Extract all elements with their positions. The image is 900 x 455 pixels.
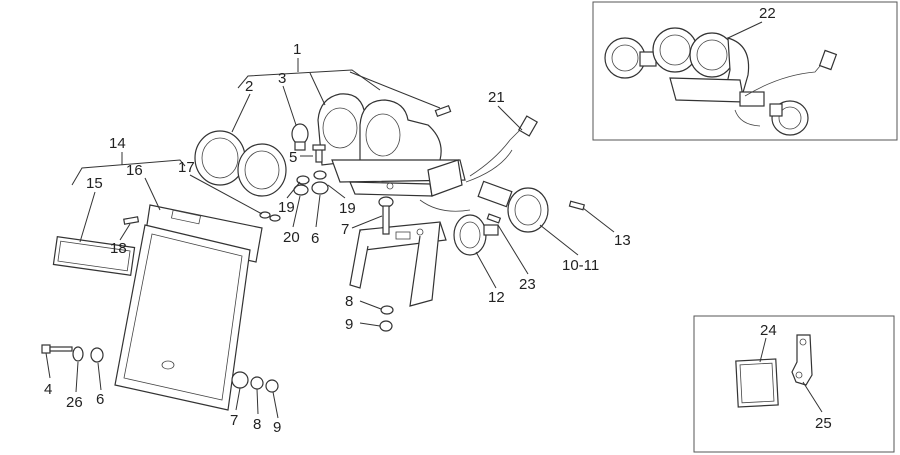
callout-6b: 6 <box>96 391 104 408</box>
callout-labels: 1 2 3 5 14 15 16 17 18 19 20 6 19 7 8 9 … <box>44 5 832 436</box>
bulb <box>291 123 309 151</box>
callout-15: 15 <box>86 175 103 192</box>
callout-4: 4 <box>44 381 52 398</box>
turn-indicator-front <box>453 214 499 256</box>
callout-20: 20 <box>283 229 300 246</box>
screw-13 <box>568 200 586 211</box>
washers-16-17 <box>259 211 281 222</box>
double-lamp-housing <box>317 93 466 197</box>
lamp-lens-left <box>194 130 246 186</box>
callout-21: 21 <box>488 89 505 106</box>
callout-5: 5 <box>289 149 297 166</box>
reflector-15 <box>52 236 136 276</box>
inset-box-reflector <box>693 315 895 453</box>
callout-1: 1 <box>293 41 301 58</box>
callout-12: 12 <box>488 289 505 306</box>
callout-14: 14 <box>109 135 126 152</box>
grommet-7b <box>231 371 249 389</box>
reflector-drawing <box>735 358 779 408</box>
grommet-6a <box>311 170 329 195</box>
housing-screw <box>434 105 452 117</box>
wiring-harness <box>419 115 539 212</box>
callout-16: 16 <box>126 162 143 179</box>
callout-7b: 7 <box>230 412 238 429</box>
reflector-bracket-drawing <box>791 334 813 386</box>
callout-24: 24 <box>760 322 777 339</box>
bolt-5 <box>312 144 326 163</box>
callout-7a: 7 <box>341 221 349 238</box>
callout-6a: 6 <box>311 230 319 247</box>
callout-19b: 19 <box>339 200 356 217</box>
washer-26 <box>72 346 84 362</box>
callout-8b: 8 <box>253 416 261 433</box>
assembled-tail-light-drawing <box>604 27 838 136</box>
callout-10-11: 10-11 <box>562 257 599 274</box>
callout-17: 17 <box>178 159 195 176</box>
grommet-7a <box>378 196 394 235</box>
callout-8a: 8 <box>345 293 353 310</box>
callout-25: 25 <box>815 415 832 432</box>
callout-3: 3 <box>278 70 286 87</box>
license-plate-holder <box>114 224 251 411</box>
screw-23 <box>486 213 502 224</box>
callout-2: 2 <box>245 78 253 95</box>
leader-lines <box>45 21 823 419</box>
washer-8a <box>380 305 394 315</box>
grommet-6b <box>90 347 104 363</box>
callout-22: 22 <box>759 5 776 22</box>
callout-9b: 9 <box>273 419 281 436</box>
support-bracket <box>349 221 447 307</box>
washer-8b <box>250 376 264 390</box>
callout-19a: 19 <box>278 199 295 216</box>
nut-9b <box>265 379 279 393</box>
callout-26: 26 <box>66 394 83 411</box>
callout-18: 18 <box>110 240 127 257</box>
callout-13: 13 <box>614 232 631 249</box>
lamp-lens-right <box>237 143 287 197</box>
turn-indicator-rear <box>477 180 549 233</box>
callout-9a: 9 <box>345 316 353 333</box>
screw-18 <box>123 216 140 225</box>
nut-9a <box>379 320 393 332</box>
callout-23: 23 <box>519 276 536 293</box>
bolt-4 <box>41 344 73 354</box>
